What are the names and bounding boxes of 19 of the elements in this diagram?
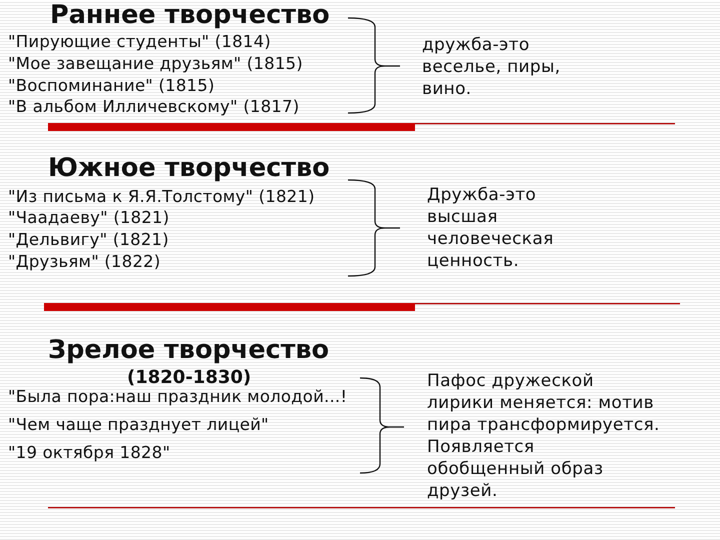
poem-title: "Была пора:наш праздник молодой...! xyxy=(8,386,348,407)
conclusion-text: дружба-это веселье, пиры, вино. xyxy=(422,34,562,100)
poem-title: "Чем чаще празднует лицей" xyxy=(8,414,269,435)
poem-title: "Из письма к Я.Я.Толстому" (1821) xyxy=(8,186,315,207)
poem-title: "Воспоминание" (1815) xyxy=(8,75,215,96)
poem-title: "19 октября 1828" xyxy=(8,442,170,463)
poem-title: "В альбом Илличевскому" (1817) xyxy=(8,96,300,117)
section-heading: Зрелое творчество xyxy=(48,335,330,365)
conclusion-text: Дружба-это высшая человеческая ценность. xyxy=(427,184,555,272)
poem-title: "Дельвигу" (1821) xyxy=(8,229,169,250)
poem-title: "Пирующие студенты" (1814) xyxy=(8,31,271,52)
conclusion-text: Пафос дружеской лирики меняется: мотив пира трансформируется. xyxy=(427,370,661,436)
date-range: (1820-1830) xyxy=(127,367,252,388)
poem-title: "Мое завещание друзьям" (1815) xyxy=(8,53,303,74)
poem-title: "Чаадаеву" (1821) xyxy=(8,207,170,228)
poem-title: "Друзьям" (1822) xyxy=(8,251,160,272)
section-heading: Южное творчество xyxy=(48,153,330,183)
conclusion-text: Появляется обобщенный образ друзей. xyxy=(427,436,604,502)
section-heading: Раннее творчество xyxy=(50,0,330,30)
